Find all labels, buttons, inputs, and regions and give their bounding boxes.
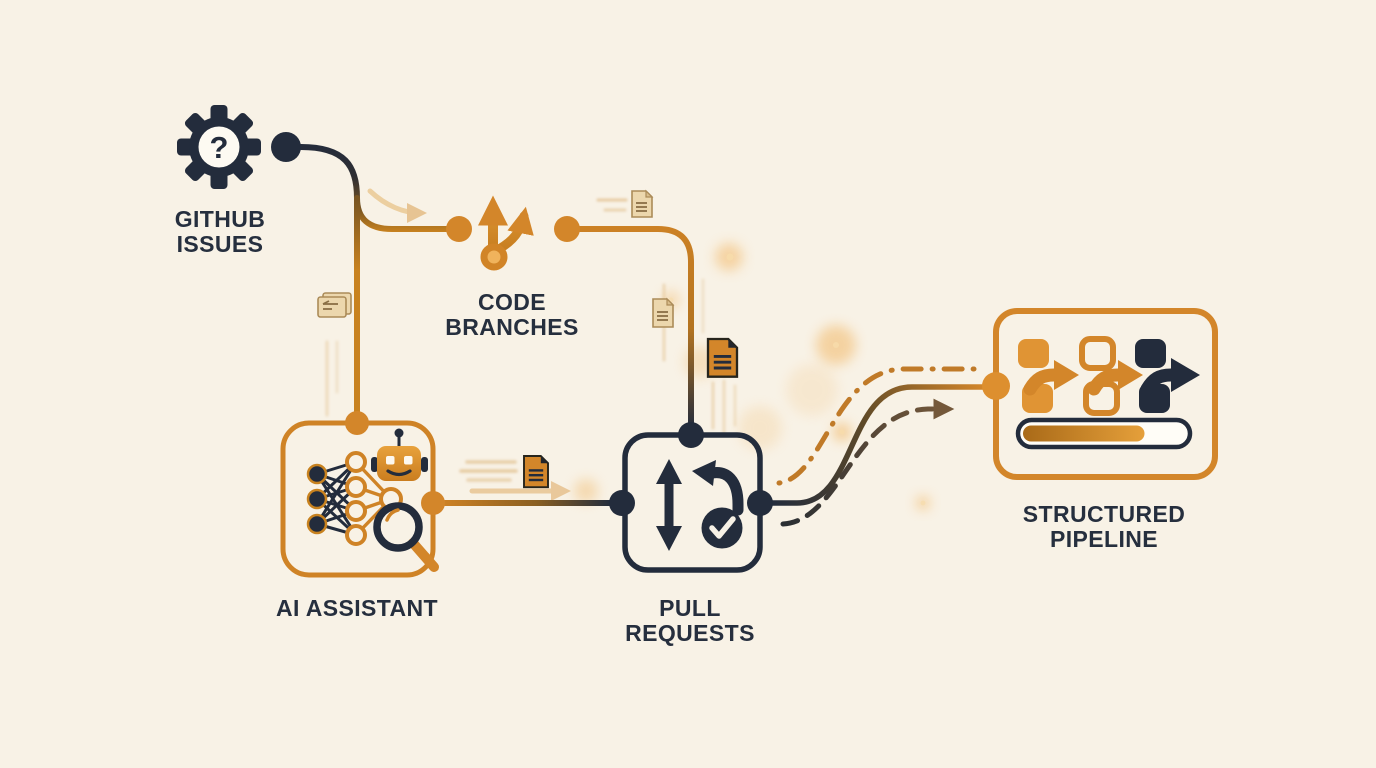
connector-github-to-branches <box>298 144 450 232</box>
document-icons <box>317 189 739 489</box>
motion-arrows <box>367 188 571 501</box>
pipeline-stage-solid-navy <box>1135 339 1200 413</box>
connection-dot <box>554 216 580 242</box>
connection-dot <box>421 491 445 515</box>
structured-pipeline-node <box>982 308 1218 480</box>
checkmark-badge-icon <box>701 507 743 549</box>
pipeline-stage-solid-orange <box>1018 339 1079 413</box>
document-icon <box>631 189 654 218</box>
label-line: ISSUES <box>176 231 264 258</box>
up-down-sync-arrows-icon <box>656 459 744 551</box>
connection-dot <box>982 372 1010 400</box>
progress-fill <box>1023 425 1145 442</box>
pipeline-stage-arrows-icon <box>1018 336 1200 416</box>
document-icon-orange <box>706 337 739 378</box>
label-line: AI ASSISTANT <box>276 595 438 621</box>
connector-branches-to-pr <box>577 226 694 427</box>
label-code-branches: CODE BRANCHES <box>445 289 579 341</box>
pipeline-stage-outline-orange <box>1079 336 1143 416</box>
robot-head-icon <box>371 428 428 481</box>
note-card-icon <box>317 292 352 318</box>
label-line: STRUCTURED <box>1022 501 1186 527</box>
label-line: GITHUB <box>174 206 266 232</box>
question-mark: ? <box>210 130 229 165</box>
flow-hint-arrow <box>367 188 427 223</box>
branch-split-arrows-icon <box>478 195 534 271</box>
ai-assistant-node <box>280 411 445 578</box>
progress-bar <box>1015 417 1193 450</box>
connection-dot <box>345 411 369 435</box>
label-ai-assistant: AI ASSISTANT <box>276 595 438 621</box>
ai-assistant-box <box>280 420 436 578</box>
label-line: REQUESTS <box>625 620 755 647</box>
label-line: BRANCHES <box>445 314 579 341</box>
document-icon <box>652 297 675 328</box>
connection-dot <box>678 422 704 448</box>
connectors <box>298 144 987 506</box>
label-pull-requests: PULL REQUESTS <box>625 595 755 647</box>
document-icon-orange <box>523 455 549 489</box>
speed-lines <box>325 198 737 482</box>
github-issues-node: ? <box>177 105 301 189</box>
connection-dot <box>609 490 635 516</box>
gear-question-icon: ? <box>177 105 261 189</box>
code-branches-node <box>446 195 580 271</box>
label-line: PULL <box>659 595 721 621</box>
dashed-line-upper <box>776 366 977 486</box>
connection-dot <box>446 216 472 242</box>
connection-dot <box>747 490 773 516</box>
label-structured-pipeline: STRUCTURED PIPELINE <box>1022 501 1186 553</box>
magnifying-glass-icon <box>373 502 439 572</box>
label-line: PIPELINE <box>1049 526 1159 553</box>
pull-requests-node <box>609 422 773 573</box>
label-github-issues: GITHUB ISSUES <box>174 206 266 258</box>
dashed-flow-lines <box>776 366 977 527</box>
label-line: CODE <box>477 289 547 315</box>
connector-pr-to-pipeline <box>768 384 987 506</box>
connection-dot <box>271 132 301 162</box>
